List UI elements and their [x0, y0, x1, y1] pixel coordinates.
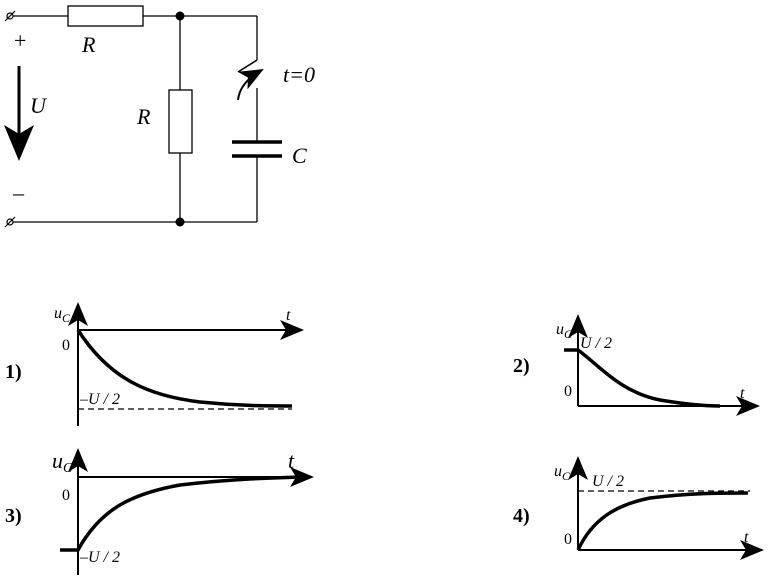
graph-1: 1) uC t 0 –U / 2 — [5, 302, 304, 426]
terminal-bottom — [4, 216, 16, 228]
series-resistor — [67, 5, 144, 27]
source-label: U — [30, 93, 48, 118]
switch-label: t=0 — [283, 62, 315, 87]
graph-4-level-label: U / 2 — [592, 473, 624, 490]
graph-1-level-label: –U / 2 — [79, 391, 120, 408]
graph-1-x-label: t — [286, 307, 291, 324]
graph-1-y-label: uC — [54, 305, 71, 325]
shunt-resistor-label: R — [136, 104, 151, 129]
graph-3-x-label: t — [288, 448, 295, 473]
graph-4-number: 4) — [513, 505, 530, 527]
graph-3-curve — [60, 475, 301, 552]
graph-4-y-label: uC — [554, 463, 571, 483]
graph-4-curve — [576, 491, 749, 551]
capacitor-label: C — [292, 143, 307, 168]
graph-1-number: 1) — [5, 361, 22, 383]
series-resistor-label: R — [81, 32, 96, 57]
graph-4-x-label: t — [744, 529, 749, 546]
graph-3-level-label: –U / 2 — [79, 549, 120, 566]
plus-sign: + — [14, 28, 26, 53]
switch — [237, 59, 258, 73]
graph-1-zero: 0 — [62, 337, 70, 354]
graph-1-curve — [76, 329, 293, 408]
graph-3: 3) uC t 0 –U / 2 — [5, 448, 314, 575]
minus-sign: – — [12, 180, 25, 205]
circuit: + – U R R t=0 C — [4, 5, 315, 228]
graph-2-level-label: U / 2 — [580, 335, 612, 352]
graph-3-zero: 0 — [62, 487, 70, 504]
graph-3-y-label: uC — [52, 448, 73, 476]
graph-2-y-label: uC — [556, 321, 573, 341]
graph-2-zero: 0 — [564, 383, 572, 400]
graph-4: 4) uC t 0 U / 2 — [513, 456, 764, 560]
graph-3-number: 3) — [5, 505, 22, 527]
graph-2-curve — [564, 348, 721, 408]
terminal-top — [4, 10, 16, 22]
switch-arc-arrow — [237, 69, 264, 101]
graph-4-zero: 0 — [564, 531, 572, 548]
graph-2: 2) uC t 0 U / 2 — [513, 314, 760, 416]
graph-2-number: 2) — [513, 355, 530, 377]
graph-2-x-label: t — [740, 385, 745, 402]
shunt-resistor — [168, 89, 193, 154]
